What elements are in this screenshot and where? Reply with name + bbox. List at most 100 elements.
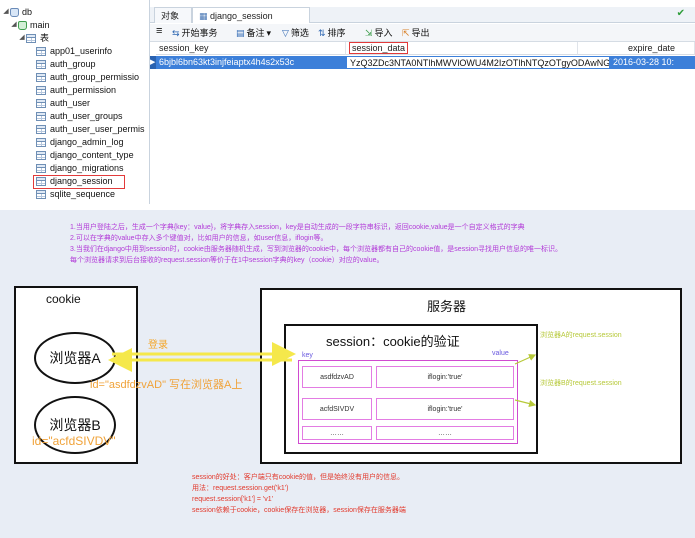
- tree-node-tables-label: 表: [40, 33, 50, 43]
- tree-table-label: auth_group: [50, 59, 96, 69]
- object-tree: ◢ db ◢ main ◢ 表 app01_userinfo auth_group…: [0, 0, 150, 204]
- column-header-session-data[interactable]: session_data: [346, 42, 578, 55]
- cell-expire-date[interactable]: 2016-03-28 10:: [613, 57, 675, 67]
- tree-table-label: app01_userinfo: [50, 46, 113, 56]
- table-icon: [36, 59, 46, 69]
- cookie-box: cookie 浏览器A 浏览器B: [14, 286, 138, 464]
- filter-button[interactable]: ▽筛选: [282, 27, 309, 39]
- tree-table-label: auth_user_groups: [50, 111, 123, 121]
- import-icon: ⇲: [365, 28, 373, 38]
- table-editor: 对象 ▦ django_session @mai... ✔ ≡ ⇆开始事务 ▤备…: [150, 0, 695, 204]
- usage-note: session的好处：客户端只有cookie的值，但是始终没有用户的信息。: [192, 474, 404, 481]
- menu-icon[interactable]: ≡: [156, 25, 163, 37]
- tree-table-item[interactable]: sqlite_sequence: [36, 188, 115, 200]
- grid-toolbar: ≡ ⇆开始事务 ▤备注▾ ▽筛选 ⇅排序 ⇲导入 ⇱导出: [150, 24, 695, 42]
- sort-icon: ⇅: [318, 28, 326, 38]
- table-row[interactable]: ▶ 6bjbl6bn63kt3injfeiaptx4h4s2x53c YzQ3Z…: [150, 56, 695, 69]
- tree-table-item[interactable]: auth_group_permissio: [36, 71, 139, 83]
- highlight-django-session: [33, 175, 125, 189]
- table-icon: [36, 189, 46, 199]
- row-pointer-icon: ▶: [150, 56, 156, 69]
- session-key-cell: asdfdzvAD: [302, 366, 372, 388]
- table-icon: [36, 176, 46, 186]
- session-value-cell: iflogin:'true': [376, 366, 514, 388]
- tab-bar: 对象 ▦ django_session @mai... ✔: [150, 7, 695, 37]
- export-label: 导出: [411, 28, 430, 38]
- import-label: 导入: [374, 28, 393, 38]
- cell-session-key[interactable]: 6bjbl6bn63kt3injfeiaptx4h4s2x53c: [159, 57, 295, 67]
- tree-node-db[interactable]: ◢ db: [2, 6, 32, 18]
- session-validation-title: session：cookie的验证: [326, 334, 460, 349]
- column-header-session-key[interactable]: session_key: [156, 42, 346, 55]
- usage-note: session依赖于cookie，cookie保存在浏览器，session保存在…: [192, 507, 406, 514]
- browser-b-ellipse: 浏览器B: [34, 396, 116, 454]
- side-note-browser-a: 浏览器A的request.session: [540, 332, 622, 339]
- tree-table-item[interactable]: django_content_type: [36, 149, 134, 161]
- check-icon: ✔: [676, 8, 685, 19]
- sort-label: 排序: [327, 28, 346, 38]
- database-icon: [10, 7, 19, 17]
- tree-table-label: auth_user_user_permis: [50, 124, 145, 134]
- session-key-cell: ……: [302, 426, 372, 440]
- note-icon: ▤: [236, 28, 245, 38]
- tree-table-item[interactable]: django_session: [36, 175, 113, 187]
- tree-table-label: auth_permission: [50, 85, 117, 95]
- tab-django-session[interactable]: ▦ django_session @mai...: [192, 7, 310, 37]
- import-button[interactable]: ⇲导入: [365, 27, 393, 39]
- table-icon: ▦: [199, 11, 208, 21]
- table-icon: [36, 72, 46, 82]
- export-button[interactable]: ⇱导出: [402, 27, 430, 39]
- table-icon: [36, 46, 46, 56]
- tree-table-label: auth_group_permissio: [50, 72, 140, 82]
- export-icon: ⇱: [402, 28, 410, 38]
- tree-table-item[interactable]: django_admin_log: [36, 136, 124, 148]
- explanation-note: 3.当我们在django中用到session时，cookie由服务器随机生成，写…: [70, 246, 563, 253]
- data-grid: session_key session_data expire_date ▶ 6…: [150, 42, 695, 204]
- filter-label: 筛选: [290, 28, 309, 38]
- tree-table-item[interactable]: app01_userinfo: [36, 45, 112, 57]
- usage-note: request.session['k1'] = 'v1': [192, 496, 274, 503]
- tree-table-item[interactable]: auth_user: [36, 97, 90, 109]
- tree-node-main[interactable]: ◢ main: [10, 19, 49, 31]
- session-cookie-diagram: 1.当用户登陆之后，生成一个字典{key：value}，将字典存入session…: [0, 210, 695, 538]
- cell-session-data[interactable]: YzQ3ZDc3NTA0NTlhMWVlOWU4M2IzOTlhNTQzOTgy…: [346, 56, 610, 69]
- id-a-note: id="asdfdzvAD" 写在浏览器A上: [90, 379, 243, 391]
- tab-objects-label: 对象: [161, 11, 180, 21]
- database-tool-window: ◢ db ◢ main ◢ 表 app01_userinfo auth_group…: [0, 0, 695, 204]
- tree-table-item[interactable]: auth_user_groups: [36, 110, 123, 122]
- tab-objects[interactable]: 对象: [154, 7, 192, 23]
- browser-a-ellipse: 浏览器A: [34, 332, 116, 384]
- session-value-cell: ……: [376, 426, 514, 440]
- tree-table-item[interactable]: auth_user_user_permis: [36, 123, 145, 135]
- collapse-arrow-icon[interactable]: ◢: [19, 34, 25, 41]
- note-button[interactable]: ▤备注▾: [236, 27, 271, 39]
- browser-a-label: 浏览器A: [49, 350, 101, 366]
- tree-table-item[interactable]: auth_permission: [36, 84, 116, 96]
- tree-node-tables[interactable]: ◢ 表: [18, 32, 49, 44]
- collapse-arrow-icon[interactable]: ◢: [3, 8, 9, 15]
- tree-node-db-label: db: [22, 7, 33, 17]
- table-icon: [36, 150, 46, 160]
- usage-note: 用法：request.session.get('k1'): [192, 485, 289, 492]
- tree-table-item[interactable]: django_migrations: [36, 162, 124, 174]
- cookie-title: cookie: [46, 292, 81, 306]
- explanation-note: 1.当用户登陆之后，生成一个字典{key：value}，将字典存入session…: [70, 224, 525, 231]
- tree-table-label: sqlite_sequence: [50, 189, 116, 199]
- browser-b-label: 浏览器B: [49, 417, 101, 433]
- explanation-note: 每个浏览器请求到后台接收的request.session等价于在1中sessio…: [70, 257, 384, 264]
- tree-table-label: django_session: [50, 176, 113, 186]
- table-icon: [36, 163, 46, 173]
- server-title: 服务器: [427, 299, 467, 314]
- table-icon: [36, 137, 46, 147]
- tree-table-label: django_content_type: [50, 150, 134, 160]
- table-icon: [36, 98, 46, 108]
- column-header-expire-date[interactable]: expire_date: [578, 42, 695, 55]
- transaction-icon: ⇆: [172, 28, 180, 38]
- collapse-arrow-icon[interactable]: ◢: [11, 21, 17, 28]
- dropdown-icon: ▾: [266, 28, 272, 38]
- value-column-label: value: [492, 350, 509, 357]
- sort-button[interactable]: ⇅排序: [318, 27, 346, 39]
- begin-transaction-button[interactable]: ⇆开始事务: [172, 27, 218, 39]
- tree-table-item[interactable]: auth_group: [36, 58, 96, 70]
- filter-icon: ▽: [282, 28, 289, 38]
